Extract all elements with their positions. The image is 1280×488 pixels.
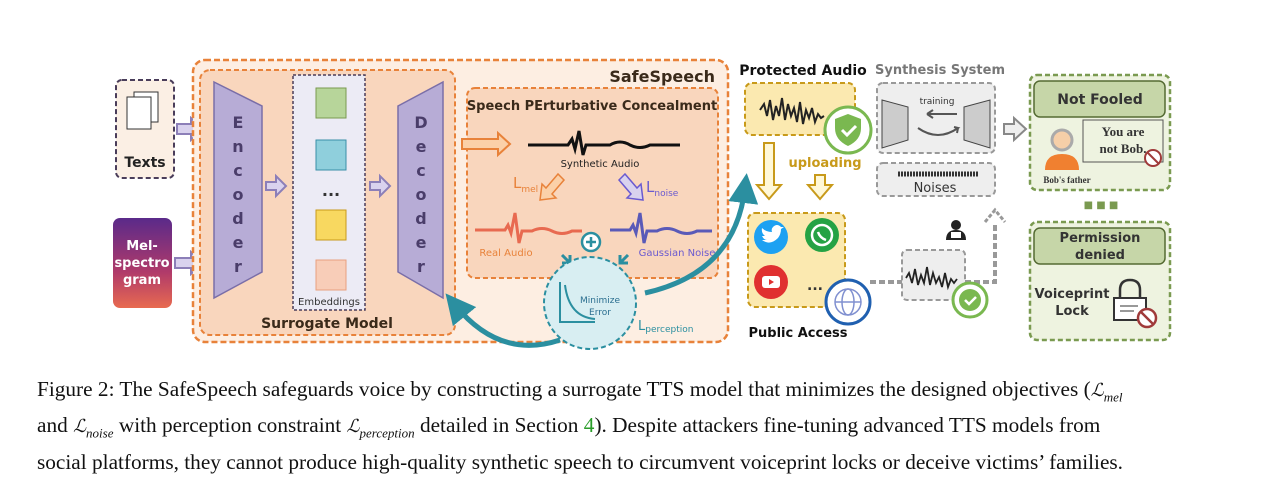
caption-and: and bbox=[37, 413, 74, 438]
synthesis-system-title: Synthesis System bbox=[875, 63, 1005, 78]
father-avatar-icon bbox=[1045, 128, 1079, 170]
mel-label-2: spectro bbox=[114, 256, 169, 271]
shield-check-icon bbox=[823, 105, 873, 155]
caption-text-4: ). Despite attackers fine-tuning advance… bbox=[594, 413, 1101, 438]
minimize-label: Minimize bbox=[580, 296, 620, 306]
training-label: training bbox=[920, 97, 955, 107]
mel-label-3: gram bbox=[123, 273, 161, 288]
embeddings-box: ... Embeddings bbox=[292, 74, 366, 311]
lock-label: Lock bbox=[1055, 304, 1089, 319]
caption-l-symbol: ℒ bbox=[73, 416, 87, 438]
hacker-icon bbox=[946, 220, 966, 240]
mel-spectrogram-input: Mel- spectro gram bbox=[113, 218, 172, 308]
public-access-title: Public Access bbox=[749, 326, 848, 341]
permission-title-1: Permission bbox=[1060, 231, 1141, 246]
prohibited-icon bbox=[1144, 149, 1162, 167]
arrow-decoder-to-spc bbox=[461, 130, 512, 158]
arrow-upload-1 bbox=[754, 142, 784, 201]
plus-icon bbox=[580, 231, 602, 253]
noises-label: Noises bbox=[914, 181, 957, 196]
caption-l-symbol: ℒ bbox=[1090, 380, 1104, 401]
twitter-icon bbox=[754, 220, 788, 254]
spc-title: Speech PErturbative Concealment bbox=[467, 99, 717, 114]
error-label: Error bbox=[589, 308, 611, 318]
not-fooled-header bbox=[1033, 80, 1166, 118]
arrow-to-results bbox=[1003, 115, 1028, 143]
caption-l-symbol: ℒ bbox=[346, 416, 360, 438]
embedding-square-green bbox=[315, 87, 347, 119]
speech-line-2: not Bob. bbox=[1100, 141, 1147, 156]
l-perception-label: Lperception bbox=[638, 319, 693, 335]
figure-caption: Figure 2: The SafeSpeech safeguards voic… bbox=[37, 375, 1252, 477]
figure-diagram: Texts Mel- spectro gram SafeSpeech Surro… bbox=[113, 58, 1172, 350]
mel-label-1: Mel- bbox=[126, 239, 158, 254]
synthetic-audio-label: Synthetic Audio bbox=[561, 159, 640, 170]
embedding-ellipsis: ... bbox=[322, 181, 340, 200]
real-audio-label: Real Audio bbox=[479, 248, 532, 259]
arrow-lnoise bbox=[617, 172, 644, 201]
caption-l-noise: noise bbox=[86, 425, 114, 441]
embedding-square-pink bbox=[315, 259, 347, 291]
synthesis-encoder bbox=[881, 99, 909, 149]
uploading-label: uploading bbox=[788, 156, 861, 171]
permission-header bbox=[1033, 227, 1166, 265]
caption-l-mel: mel bbox=[1103, 389, 1123, 405]
surrogate-model-title: Surrogate Model bbox=[261, 316, 393, 332]
texts-label: Texts bbox=[124, 155, 165, 171]
feedback-arrow-to-decoder bbox=[445, 293, 561, 348]
arrow-to-protected-audio bbox=[644, 173, 759, 296]
protected-audio-title: Protected Audio bbox=[739, 63, 867, 79]
not-fooled-title: Not Fooled bbox=[1057, 92, 1142, 108]
synthetic-audio-waveform bbox=[528, 130, 680, 156]
training-arrow-left bbox=[926, 109, 957, 119]
voiceprint-label: Voiceprint bbox=[1035, 287, 1110, 302]
section-link[interactable]: 4 bbox=[583, 413, 595, 438]
caption-l-perception: perception bbox=[359, 425, 415, 441]
gaussian-noise-waveform bbox=[610, 212, 712, 244]
protected-audio-waveform bbox=[759, 97, 825, 126]
speech-line-1: You are bbox=[1102, 124, 1145, 139]
arrow-noise-to-error bbox=[618, 253, 630, 265]
arrow-encoder-to-embeddings bbox=[265, 173, 288, 199]
safespeech-title: SafeSpeech bbox=[609, 67, 715, 86]
arrow-embeddings-to-decoder bbox=[369, 173, 392, 199]
real-audio-waveform bbox=[475, 212, 582, 244]
minimize-error-circle: Minimize Error bbox=[543, 256, 637, 350]
whatsapp-icon bbox=[805, 218, 839, 252]
bobs-father-label: Bob's father bbox=[1043, 175, 1090, 185]
embedding-square-yellow bbox=[315, 209, 347, 241]
platform-ellipsis: ... bbox=[807, 278, 823, 294]
attack-path-arrow bbox=[870, 222, 997, 284]
noises-box bbox=[876, 162, 996, 197]
caption-text-1: Figure 2: The SafeSpeech safeguards voic… bbox=[37, 377, 1091, 401]
permission-title-2: denied bbox=[1075, 248, 1125, 263]
stolen-audio-waveform bbox=[905, 266, 958, 291]
l-mel-label: Lmel bbox=[513, 174, 538, 195]
youtube-icon bbox=[754, 265, 788, 299]
globe-icon bbox=[824, 278, 872, 326]
embeddings-label: Embeddings bbox=[298, 297, 360, 308]
embedding-square-blue bbox=[315, 139, 347, 171]
caption-text-5: social platforms, they cannot produce hi… bbox=[37, 449, 1124, 474]
arrow-upload-2 bbox=[805, 174, 835, 201]
separator-dots: ■ ■ ■ bbox=[1084, 200, 1119, 211]
arrow-lmel bbox=[539, 172, 566, 201]
caption-text-3: detailed in Section bbox=[414, 413, 584, 438]
prohibited-icon-lock bbox=[1136, 307, 1158, 329]
synthesis-decoder bbox=[963, 99, 991, 149]
l-noise-label: Lnoise bbox=[646, 178, 679, 199]
gaussian-noise-label: Gaussian Noise bbox=[639, 248, 716, 259]
texts-input-box: Texts bbox=[115, 79, 175, 179]
document-icon bbox=[126, 91, 159, 130]
caption-text-2: with perception constraint bbox=[113, 413, 347, 438]
training-arrow-curve bbox=[917, 126, 961, 136]
shield-check-icon-small bbox=[951, 281, 989, 319]
